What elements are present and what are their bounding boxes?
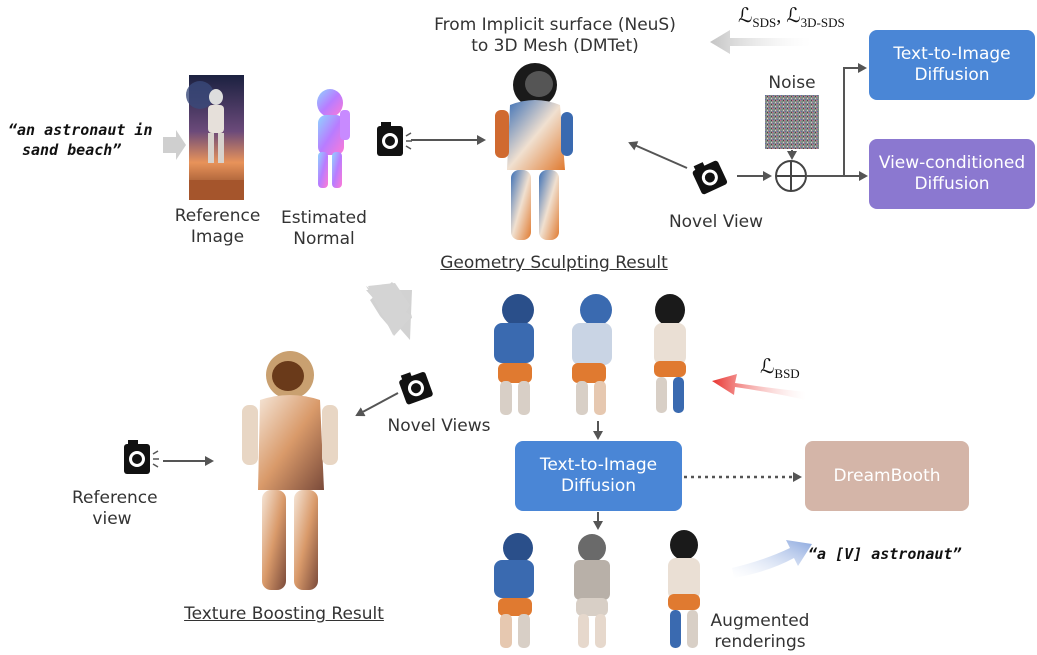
geometry-astronaut [495,63,573,240]
text-prompt: “an astronaut in sand beach” [8,121,153,159]
v-astronaut-prompt: “a [V] astronaut” [808,545,962,563]
estimated-normal-label: Estimated Normal [281,208,367,249]
estimated-normal-image [317,89,350,188]
branch-connector [806,63,867,177]
augmented-renderings-label: Augmented renderings [710,611,810,652]
camera-icon [399,372,433,405]
novel-views-arrow [355,392,399,417]
novel-view-label: Novel View [668,212,764,232]
noise-image [765,95,819,149]
novel-view-renderings [494,294,686,415]
novel-views-label: Novel Views [387,416,491,436]
add-circle-icon [775,160,807,192]
dreambooth-box: DreamBooth [805,441,969,511]
reference-image [186,75,244,200]
camera-icon [377,122,412,156]
noise-label: Noise [768,73,816,93]
texture-result-label: Texture Boosting Result [184,604,384,624]
bsd-loss-arrow [712,374,806,400]
loss-backward-arrow-top [710,30,812,54]
novel-view-to-geometry-arrow [628,141,688,169]
stage1-title: From Implicit surface (NeuS) to 3D Mesh … [434,15,676,56]
v-prompt-arrow [732,540,812,578]
geometry-result-label: Geometry Sculpting Result [440,253,668,273]
camera-icon [124,440,159,474]
reference-view-label: Reference view [72,488,158,529]
loss-bsd-label: ℒBSD [760,356,800,381]
prompt-arrow [163,130,186,160]
camera-icon [692,160,728,195]
augmented-renderings [494,530,700,648]
loss-sds-label: ℒSDS, ℒ3D-SDS [738,5,845,30]
reference-image-label: Reference Image [174,206,261,247]
texture-astronaut [242,351,338,590]
